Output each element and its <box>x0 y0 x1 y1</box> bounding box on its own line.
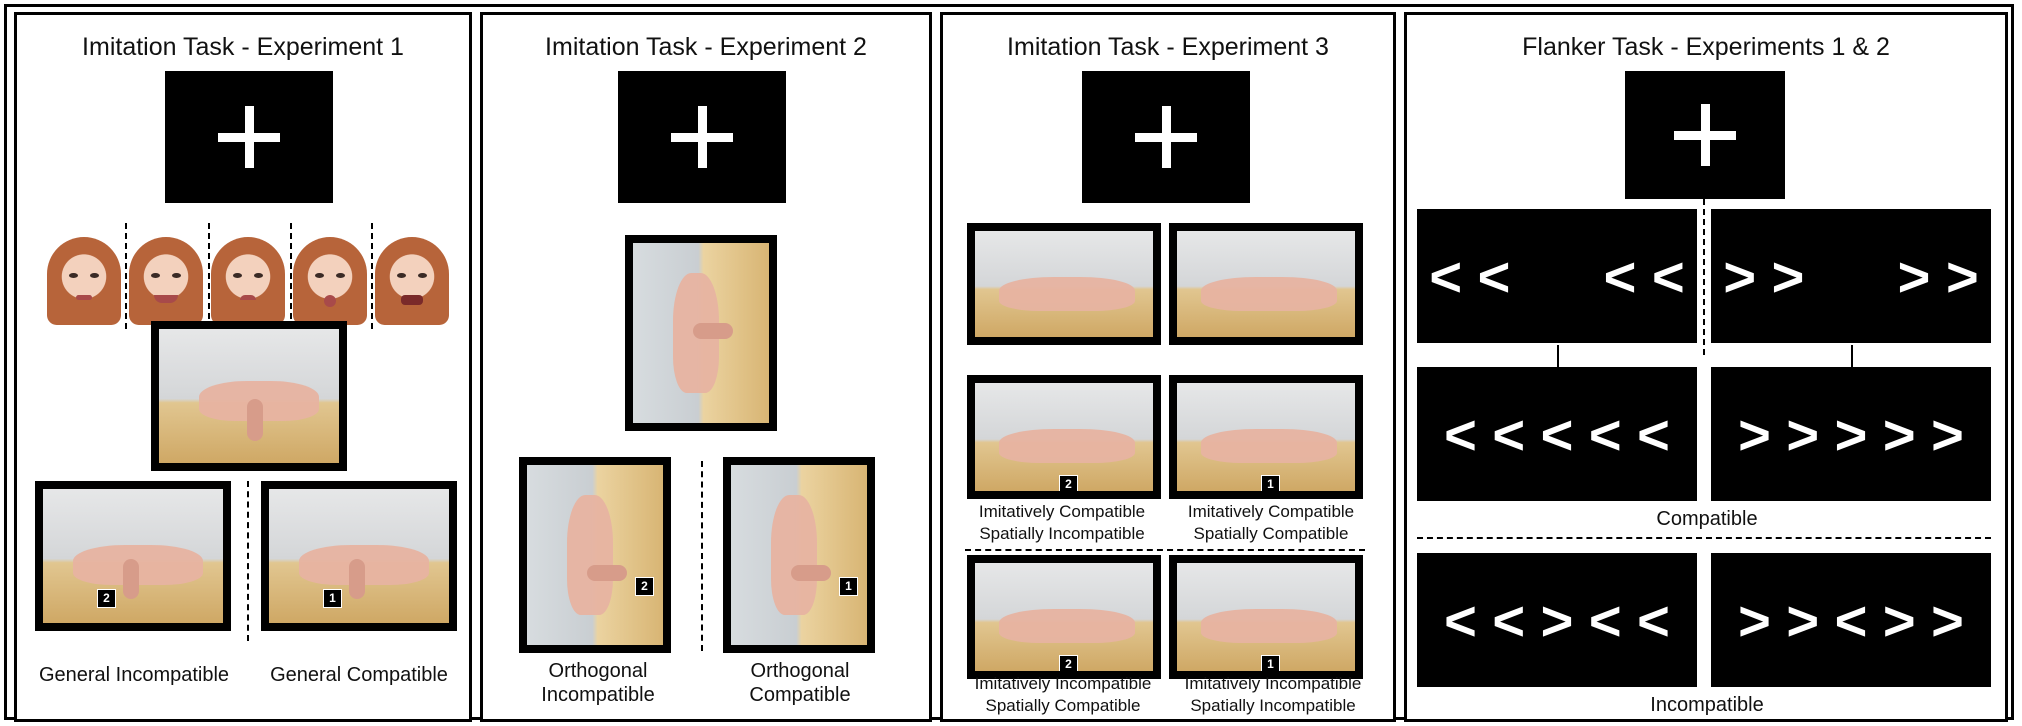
hand-photo <box>625 235 777 431</box>
panel-title: Flanker Task - Experiments 1 & 2 <box>1407 33 2005 62</box>
face-stimulus <box>211 237 285 325</box>
face-stimulus <box>47 237 121 325</box>
panel-title: Imitation Task - Experiment 2 <box>483 33 929 62</box>
hand-photo <box>151 321 347 471</box>
face-stimulus <box>375 237 449 325</box>
hand-photo <box>1169 223 1363 345</box>
hand-photo <box>967 223 1161 345</box>
flanker-screen-compatible: > > > > > <box>1711 367 1991 501</box>
flanker-screen: < < < < <box>1417 209 1697 343</box>
panel-flanker: Flanker Task - Experiments 1 & 2 < < < <… <box>1404 12 2008 722</box>
flanker-screen-incompatible: < < > < < <box>1417 553 1697 687</box>
fixation-cross <box>1082 71 1250 203</box>
condition-label: Imitatively Compatible Spatially Compati… <box>1165 501 1377 545</box>
hand-photo-condition: 1 <box>1169 555 1363 679</box>
fixation-cross <box>618 71 786 203</box>
hand-photo-incompatible: 2 <box>519 457 671 653</box>
panel-experiment-1: Imitation Task - Experiment 1 2 1 Genera… <box>14 12 472 722</box>
flanker-screen: > > > > <box>1711 209 1991 343</box>
condition-label: Imitatively Incompatible Spatially Incom… <box>1163 673 1383 717</box>
panel-title: Imitation Task - Experiment 3 <box>943 33 1393 62</box>
response-key-badge: 2 <box>1059 475 1078 494</box>
response-key-badge: 1 <box>323 589 342 608</box>
face-stimulus <box>129 237 203 325</box>
hand-photo-condition: 2 <box>967 555 1161 679</box>
response-key-badge: 2 <box>97 589 116 608</box>
response-key-badge: 1 <box>1261 655 1280 674</box>
panel-experiment-3: Imitation Task - Experiment 3 2 1 Imitat… <box>940 12 1396 722</box>
condition-label: Imitatively Compatible Spatially Incompa… <box>951 501 1173 545</box>
flanker-screen-incompatible: > > < > > <box>1711 553 1991 687</box>
condition-label: General Compatible <box>259 663 459 687</box>
fixation-cross <box>165 71 333 203</box>
condition-label: Imitatively Incompatible Spatially Compa… <box>949 673 1177 717</box>
panel-experiment-2: Imitation Task - Experiment 2 2 1 Orthog… <box>480 12 932 722</box>
hand-photo-condition: 2 <box>967 375 1161 499</box>
face-stimulus <box>293 237 367 325</box>
response-key-badge: 1 <box>1261 475 1280 494</box>
hand-photo-incompatible: 2 <box>35 481 231 631</box>
condition-label: Compatible <box>1547 507 1867 531</box>
condition-label: Orthogonal Incompatible <box>503 659 693 707</box>
response-key-badge: 1 <box>839 577 858 596</box>
flanker-screen-compatible: < < < < < <box>1417 367 1697 501</box>
hand-photo-compatible: 1 <box>261 481 457 631</box>
panel-title: Imitation Task - Experiment 1 <box>17 33 469 62</box>
response-key-badge: 2 <box>635 577 654 596</box>
condition-label: General Incompatible <box>27 663 241 687</box>
response-key-badge: 2 <box>1059 655 1078 674</box>
hand-photo-compatible: 1 <box>723 457 875 653</box>
fixation-cross <box>1625 71 1785 199</box>
hand-photo-condition: 1 <box>1169 375 1363 499</box>
condition-label: Incompatible <box>1547 693 1867 717</box>
condition-label: Orthogonal Compatible <box>705 659 895 707</box>
